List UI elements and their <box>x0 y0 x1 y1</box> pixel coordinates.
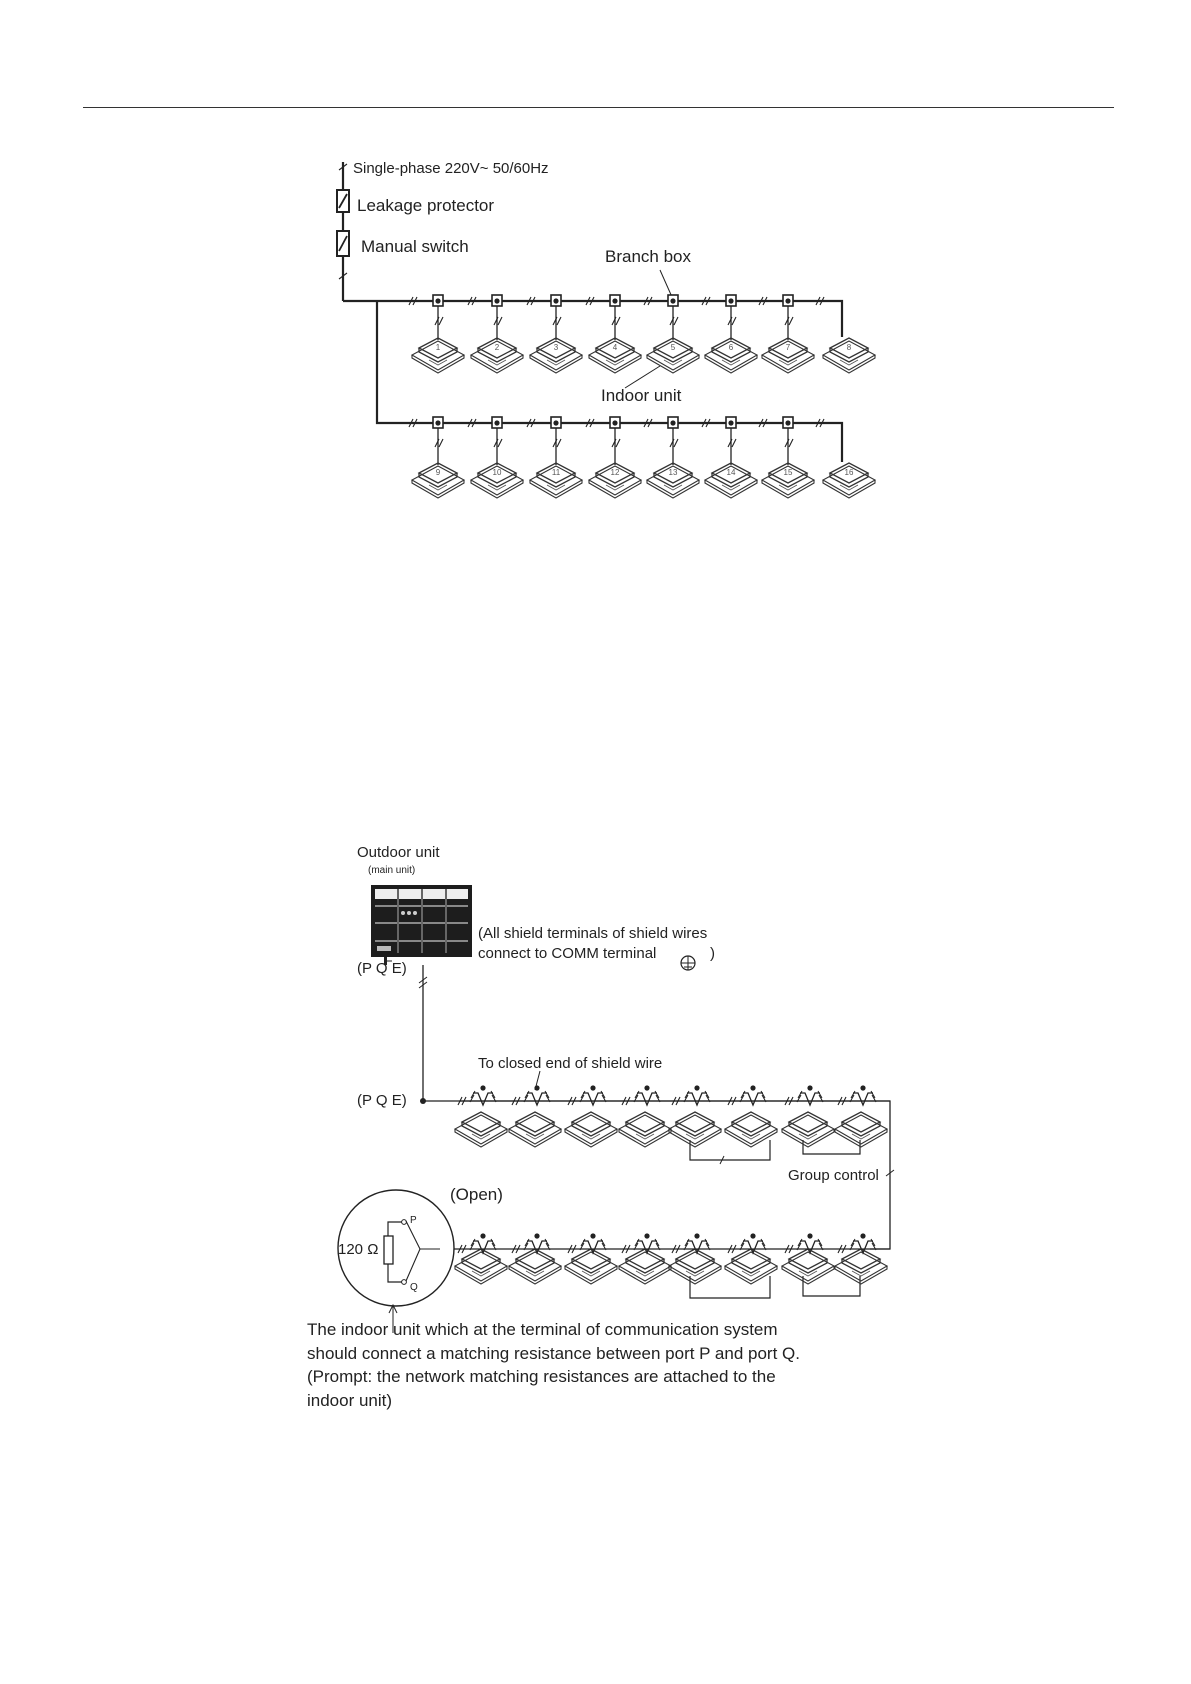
indoor-unit-icon <box>618 1111 672 1148</box>
comm-terminal-icon <box>739 1084 767 1106</box>
pqe-top-label: (P Q E) <box>357 960 407 977</box>
branch-box-icon <box>432 416 444 429</box>
indoor-unit-number: 3 <box>554 343 559 352</box>
indoor-unit-number: 2 <box>495 343 500 352</box>
indoor-unit-icon <box>454 1111 508 1148</box>
comm-terminal-icon <box>796 1084 824 1106</box>
indoor-unit-number: 15 <box>784 468 793 477</box>
note-line-3: (Prompt: the network matching resistance… <box>307 1367 776 1386</box>
comm-unit-row-1 <box>454 1084 890 1148</box>
indoor-unit-icon <box>508 1111 562 1148</box>
supply-label: Single-phase 220V~ 50/60Hz <box>353 160 549 177</box>
comm-terminal-icon <box>633 1084 661 1106</box>
resistance-label: 120 Ω <box>338 1241 378 1258</box>
branch-box-icon <box>550 294 562 307</box>
indoor-unit-row-2: 9 10 11 12 13 14 15 16 <box>408 416 876 499</box>
outdoor-unit-label: Outdoor unit <box>357 844 440 861</box>
indoor-unit-icon <box>618 1248 672 1285</box>
leakage-protector-icon <box>336 189 350 213</box>
note-line-2: should connect a matching resistance bet… <box>307 1343 800 1363</box>
note-line-4: indoor unit) <box>307 1390 393 1410</box>
pqe-bus-label: (P Q E) <box>357 1092 407 1109</box>
shield-note-line2: connect to COMM terminal <box>478 945 656 962</box>
branch-box-icon <box>725 294 737 307</box>
indoor-unit-number: 9 <box>436 468 441 477</box>
indoor-unit-icon <box>564 1248 618 1285</box>
port-q-label: Q <box>410 1282 418 1293</box>
matching-resistance-note: The indoor unit which at the terminal of… <box>307 1318 907 1412</box>
indoor-unit-number: 4 <box>613 343 618 352</box>
branch-box-icon <box>667 294 679 307</box>
indoor-unit-row-1: 1 2 3 4 5 6 7 8 <box>408 294 876 374</box>
indoor-unit-icon <box>724 1111 778 1148</box>
indoor-unit-icon <box>781 1248 835 1285</box>
indoor-unit-number: 5 <box>671 343 676 352</box>
open-label: (Open) <box>450 1185 503 1204</box>
comm-terminal-icon <box>849 1084 877 1106</box>
outdoor-unit-icon <box>371 885 472 965</box>
leakage-protector-label: Leakage protector <box>357 196 494 215</box>
comm-terminal-icon <box>683 1084 711 1106</box>
indoor-unit-number: 10 <box>493 468 502 477</box>
branch-box-icon <box>550 416 562 429</box>
indoor-unit-number: 12 <box>611 468 620 477</box>
indoor-unit-number: 13 <box>669 468 678 477</box>
indoor-unit-icon <box>668 1248 722 1285</box>
comm-terminal-icon <box>523 1084 551 1106</box>
indoor-unit-number: 1 <box>436 343 441 352</box>
indoor-unit-icon <box>834 1248 888 1285</box>
ground-icon <box>680 955 696 971</box>
shield-note-close: ) <box>710 945 715 962</box>
comm-terminal-icon <box>469 1084 497 1106</box>
comm-terminal-icon <box>579 1084 607 1106</box>
power-wiring-diagram: Single-phase 220V~ 50/60Hz Leakage prote… <box>336 160 876 499</box>
indoor-unit-number: 16 <box>845 468 854 477</box>
shield-note-line1: (All shield terminals of shield wires <box>478 925 707 942</box>
indoor-unit-icon <box>508 1248 562 1285</box>
branch-box-icon <box>782 294 794 307</box>
indoor-unit-number: 14 <box>727 468 736 477</box>
branch-box-icon <box>491 294 503 307</box>
indoor-unit-number: 8 <box>847 343 852 352</box>
closed-end-label: To closed end of shield wire <box>478 1055 662 1072</box>
indoor-unit-number: 11 <box>552 468 561 477</box>
note-line-1: The indoor unit which at the terminal of… <box>307 1320 778 1339</box>
group-control-label: Group control <box>788 1167 879 1184</box>
manual-switch-icon <box>336 230 350 257</box>
indoor-unit-number: 6 <box>729 343 734 352</box>
indoor-unit-label: Indoor unit <box>601 386 682 405</box>
matching-resistance-detail: 120 Ω P Q <box>337 1189 455 1333</box>
comm-unit-row-2 <box>454 1232 890 1285</box>
branch-box-icon <box>491 416 503 429</box>
resistor-icon <box>383 1235 394 1265</box>
branch-box-icon <box>782 416 794 429</box>
indoor-unit-icon <box>724 1248 778 1285</box>
branch-box-icon <box>725 416 737 429</box>
header-rule <box>83 107 1114 108</box>
branch-box-icon <box>432 294 444 307</box>
indoor-unit-icon <box>834 1111 888 1148</box>
main-unit-label: (main unit) <box>368 865 415 876</box>
branch-box-icon <box>609 416 621 429</box>
indoor-unit-icon <box>668 1111 722 1148</box>
indoor-unit-icon <box>781 1111 835 1148</box>
indoor-unit-icon <box>564 1111 618 1148</box>
indoor-unit-number: 7 <box>786 343 791 352</box>
branch-box-icon <box>609 294 621 307</box>
branch-box-icon <box>667 416 679 429</box>
indoor-unit-icon <box>454 1248 508 1285</box>
communication-wiring-diagram: Outdoor unit (main unit) (All shield ter… <box>337 844 895 1333</box>
port-p-label: P <box>410 1215 417 1226</box>
manual-switch-label: Manual switch <box>361 237 469 256</box>
branch-box-label: Branch box <box>605 247 691 266</box>
